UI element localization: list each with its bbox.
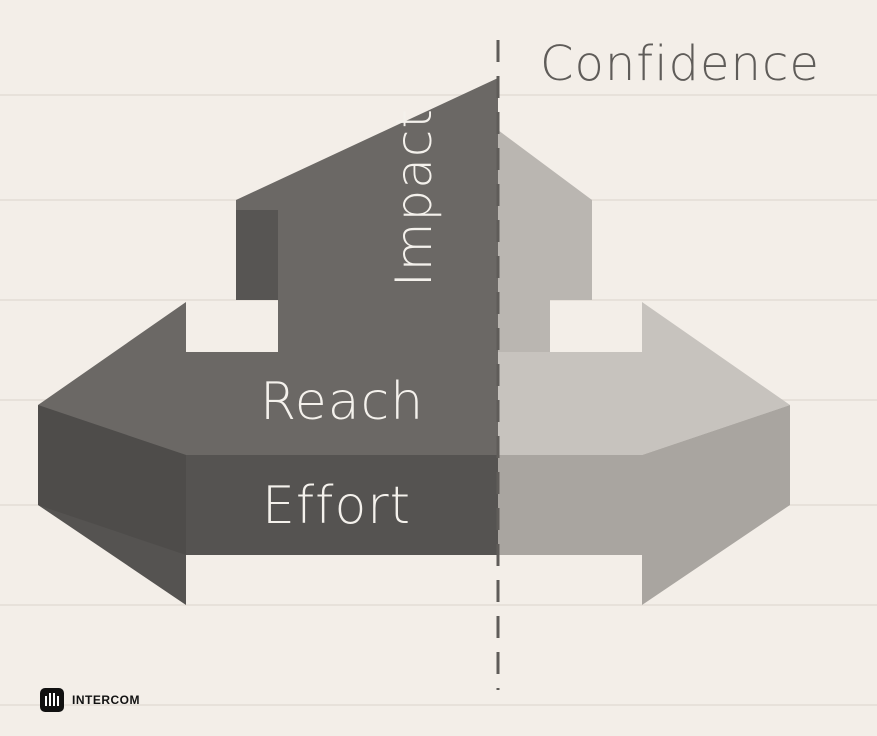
reach-arrow-right [498,302,790,455]
impact-label: Impact [385,108,443,287]
brand-name: INTERCOM [72,693,140,707]
effort-arrow-right [498,405,790,605]
impact-arrow-shadow [236,210,278,300]
reach-label: Reach [260,372,425,432]
confidence-label: Confidence [540,36,820,92]
intercom-logo: INTERCOM [40,688,140,712]
effort-label: Effort [262,476,412,536]
impact-arrow-right [498,130,592,352]
intercom-logo-icon [40,688,64,712]
impact-arrow-left [236,78,498,352]
effort-arrow-shade [38,405,186,555]
